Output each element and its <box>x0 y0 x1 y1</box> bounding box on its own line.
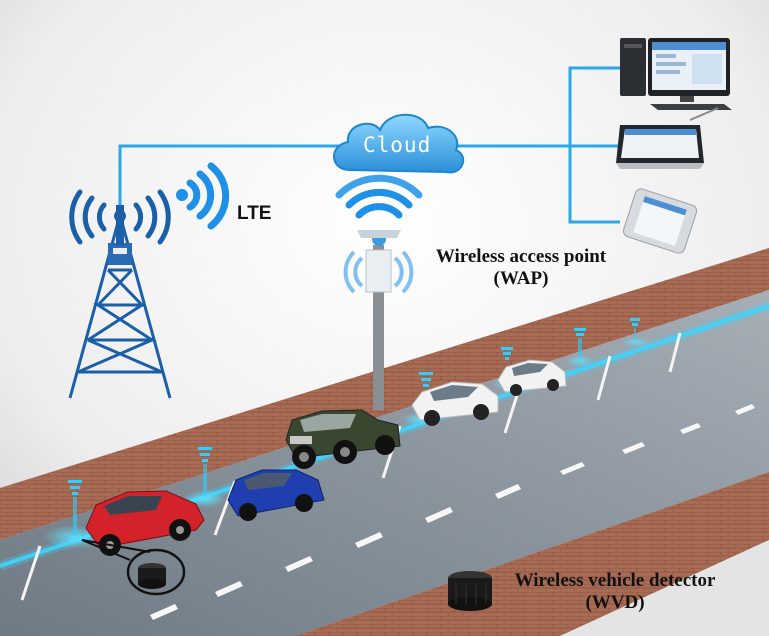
detector-signal-icons <box>68 318 640 535</box>
lte-label: LTE <box>237 203 272 224</box>
detector-callout <box>81 539 186 596</box>
car-suv <box>285 409 401 469</box>
wap-label: Wireless access point (WAP) <box>416 246 626 290</box>
wap-label-line2: (WAP) <box>493 268 549 289</box>
vehicle-detector-icon <box>448 571 492 611</box>
car-red <box>85 490 205 556</box>
wvd-label-line2: (WVD) <box>585 592 645 613</box>
road <box>0 290 769 636</box>
car-white-near <box>411 381 499 426</box>
smartphone-icon <box>622 188 698 254</box>
cloud-label: Cloud <box>363 133 432 157</box>
desktop-computer-icon <box>620 38 732 110</box>
wvd-label-line1: Wireless vehicle detector <box>514 570 716 591</box>
network-lines <box>118 66 620 224</box>
vehicle-detector-icon <box>138 563 166 589</box>
wvd-label: Wireless vehicle detector (WVD) <box>492 570 738 614</box>
sidewalk-front <box>295 472 769 636</box>
cloud-icon <box>333 113 465 174</box>
wap-pole-icon <box>335 174 423 410</box>
road-edge <box>560 540 769 636</box>
sidewalk-back <box>0 248 769 540</box>
wap-label-line1: Wireless access point <box>435 246 607 267</box>
cell-tower-icon <box>68 162 230 399</box>
tablet-icon <box>616 107 719 169</box>
car-white-far <box>497 359 567 396</box>
car-blue <box>227 469 325 521</box>
lane-dashes <box>150 404 755 620</box>
